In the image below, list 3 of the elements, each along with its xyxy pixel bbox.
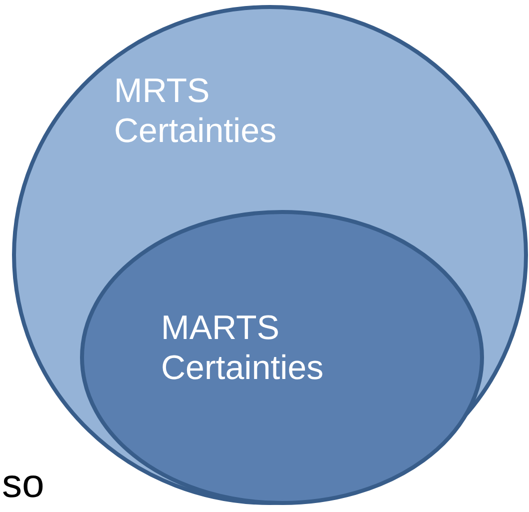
text-fragment: so: [2, 462, 44, 506]
ellipse-label: MRTS Certainties: [114, 71, 278, 151]
ellipse-label: MARTS Certainties: [161, 308, 325, 388]
